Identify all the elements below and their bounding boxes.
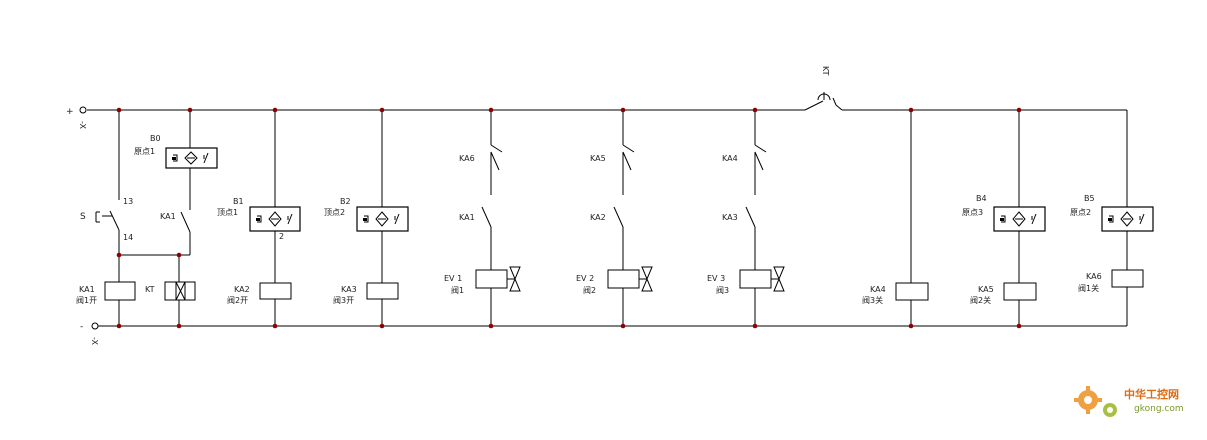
coil-ev2-tag: EV 2 [576,274,594,283]
sensor-b4: B4 原点3 [962,194,1046,232]
junction-nodes [116,107,1022,329]
coil-ka4 [895,282,929,301]
branch-ev2: KA5 KA2 EV 2 阀2 [576,110,653,326]
coil-ka6 [1111,269,1144,288]
coil-ev3 [739,269,772,289]
coil-ka1 [104,281,136,301]
terminal-x-bottom-label: -X [90,337,99,345]
timer-contact-kt: KT [804,66,843,111]
coil-ka2 [259,282,292,300]
contact-ka1-label: KA1 [160,212,176,221]
contact-ka4-label: KA4 [722,154,738,163]
contact-ka5-label: KA5 [590,154,606,163]
switch-s-pin-14: 14 [123,233,133,242]
coil-ka2-tag: KA2 [234,285,250,294]
coil-ev3-tag: EV 3 [707,274,725,283]
sensor-b4-tag: B4 [976,194,987,203]
branch-b5-ka6: KA6 阀1关 [1078,110,1144,293]
sensor-b0-desc: 原点1 [134,147,155,156]
sensor-b2-tag: B2 [340,197,351,206]
coil-ka3 [366,282,399,300]
coil-ev1-desc: 阀1 [451,286,464,295]
contact-ka6-label: KA6 [459,154,475,163]
branch-b4-ka5: KA5 阀2关 [970,110,1037,326]
coil-ka1-desc: 阀1开 [76,296,97,305]
coil-kt-tag: KT [145,285,155,294]
coil-ev2 [607,269,640,289]
coil-ev3-desc: 阀3 [716,286,729,295]
sensor-b1-pin: 2 [279,232,284,241]
sensor-b1-desc: 顶点1 [217,208,238,217]
branch-b2-ka3: KA3 阀3开 [333,110,399,326]
plus-sign: + [66,107,74,117]
coil-ev1 [475,269,508,289]
sensor-b5: B5 原点2 [1070,194,1154,232]
coil-ka3-desc: 阀3开 [333,296,354,305]
watermark-cn: 中华工控网 [1124,387,1179,401]
contact-ka3-ev3-label: KA3 [722,213,738,222]
valve-ev3-icon [773,266,785,292]
branch-ka4: KA4 阀3关 [862,110,929,326]
watermark-logo: 中华工控网 gkong.com [1074,386,1184,417]
contact-ka2-ev2-label: KA2 [590,213,606,222]
branch-s-ka1: S 13 14 KA1 阀1开 [76,110,190,326]
sensor-b5-tag: B5 [1084,194,1095,203]
coil-ka5 [1003,282,1037,301]
switch-s-pin-13: 13 [123,197,133,206]
sensor-b0-tag: B0 [150,134,161,143]
timer-contact-label: KT [821,66,830,76]
coil-ka4-tag: KA4 [870,285,886,294]
valve-ev2-icon [641,266,653,292]
branch-b0-kt: KA1 KT [145,110,196,326]
coil-ka6-desc: 阀1关 [1078,283,1099,293]
gear-icon [1074,386,1102,414]
coil-ka1-tag: KA1 [79,285,95,294]
branch-ev3: KA4 KA3 EV 3 阀3 [707,110,785,326]
coil-ka2-desc: 阀2开 [227,296,248,305]
valve-ev1-icon [509,266,521,292]
negative-terminal: - -X [80,322,99,345]
gear-small-icon [1103,403,1117,417]
sensor-b0: B0 原点1 [134,134,218,169]
coil-ka4-desc: 阀3关 [862,295,883,305]
sensor-b1: B1 顶点1 [217,197,301,232]
minus-sign: - [80,322,83,332]
positive-terminal: + -X [66,106,87,129]
coil-ka5-tag: KA5 [978,285,994,294]
sensor-b4-desc: 原点3 [962,208,983,217]
coil-ev1-tag: EV 1 [444,274,462,283]
branch-ev1: KA6 KA1 EV 1 阀1 [444,110,521,326]
sensor-b5-desc: 原点2 [1070,208,1091,217]
branch-b1-ka2: 2 KA2 阀2开 [227,110,292,326]
coil-ka3-tag: KA3 [341,285,357,294]
watermark-en: gkong.com [1134,404,1184,414]
sensor-b1-tag: B1 [233,197,244,206]
switch-s-label: S [80,212,86,222]
terminal-x-top-label: -X [78,121,87,129]
coil-ev2-desc: 阀2 [583,286,596,295]
coil-ka6-tag: KA6 [1086,272,1102,281]
sensor-b2: B2 顶点2 [324,197,409,232]
sensor-b2-desc: 顶点2 [324,208,345,217]
coil-ka5-desc: 阀2关 [970,295,991,305]
contact-ka1-ev1-label: KA1 [459,213,475,222]
